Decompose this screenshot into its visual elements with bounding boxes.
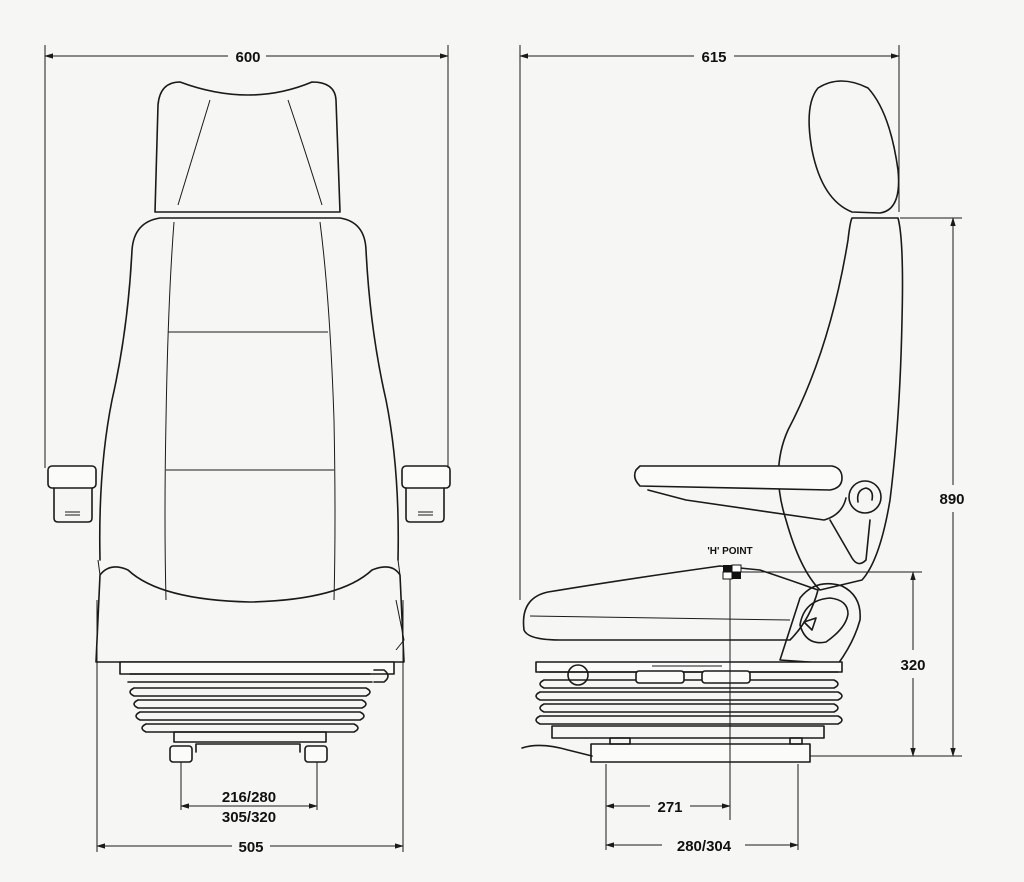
front-dimension-lines [44,45,449,852]
front-width-label: 600 [235,49,260,66]
side-base-depth-label: 280/304 [677,838,732,855]
side-lever-panel [779,582,861,665]
front-armrest-right [401,465,451,523]
side-seat-cushion [522,565,819,641]
front-base-width-label: 505 [238,839,263,856]
side-dimension-lines [519,45,962,850]
h-point-label: 'H' POINT [707,546,752,557]
front-headrest [154,81,341,213]
front-mount-spacing-b-label: 305/320 [222,809,276,826]
front-seat-cushion [95,566,405,663]
front-armrest-left [47,465,97,523]
side-recline-knob [848,480,882,514]
side-suspension-base [521,661,843,763]
front-mount-spacing-a-label: 216/280 [222,789,276,806]
side-backrest [777,217,904,591]
h-point-height-label: 320 [900,657,925,674]
side-armrest [633,465,843,491]
side-view-seat [521,80,904,763]
front-suspension-base [119,599,405,763]
h-point-offset-label: 271 [657,799,682,816]
side-depth-label: 615 [701,49,726,66]
side-height-label: 890 [939,491,964,508]
front-backrest [98,217,400,561]
front-view-seat [47,81,451,763]
h-point-marker [722,564,742,580]
side-headrest [808,80,900,214]
